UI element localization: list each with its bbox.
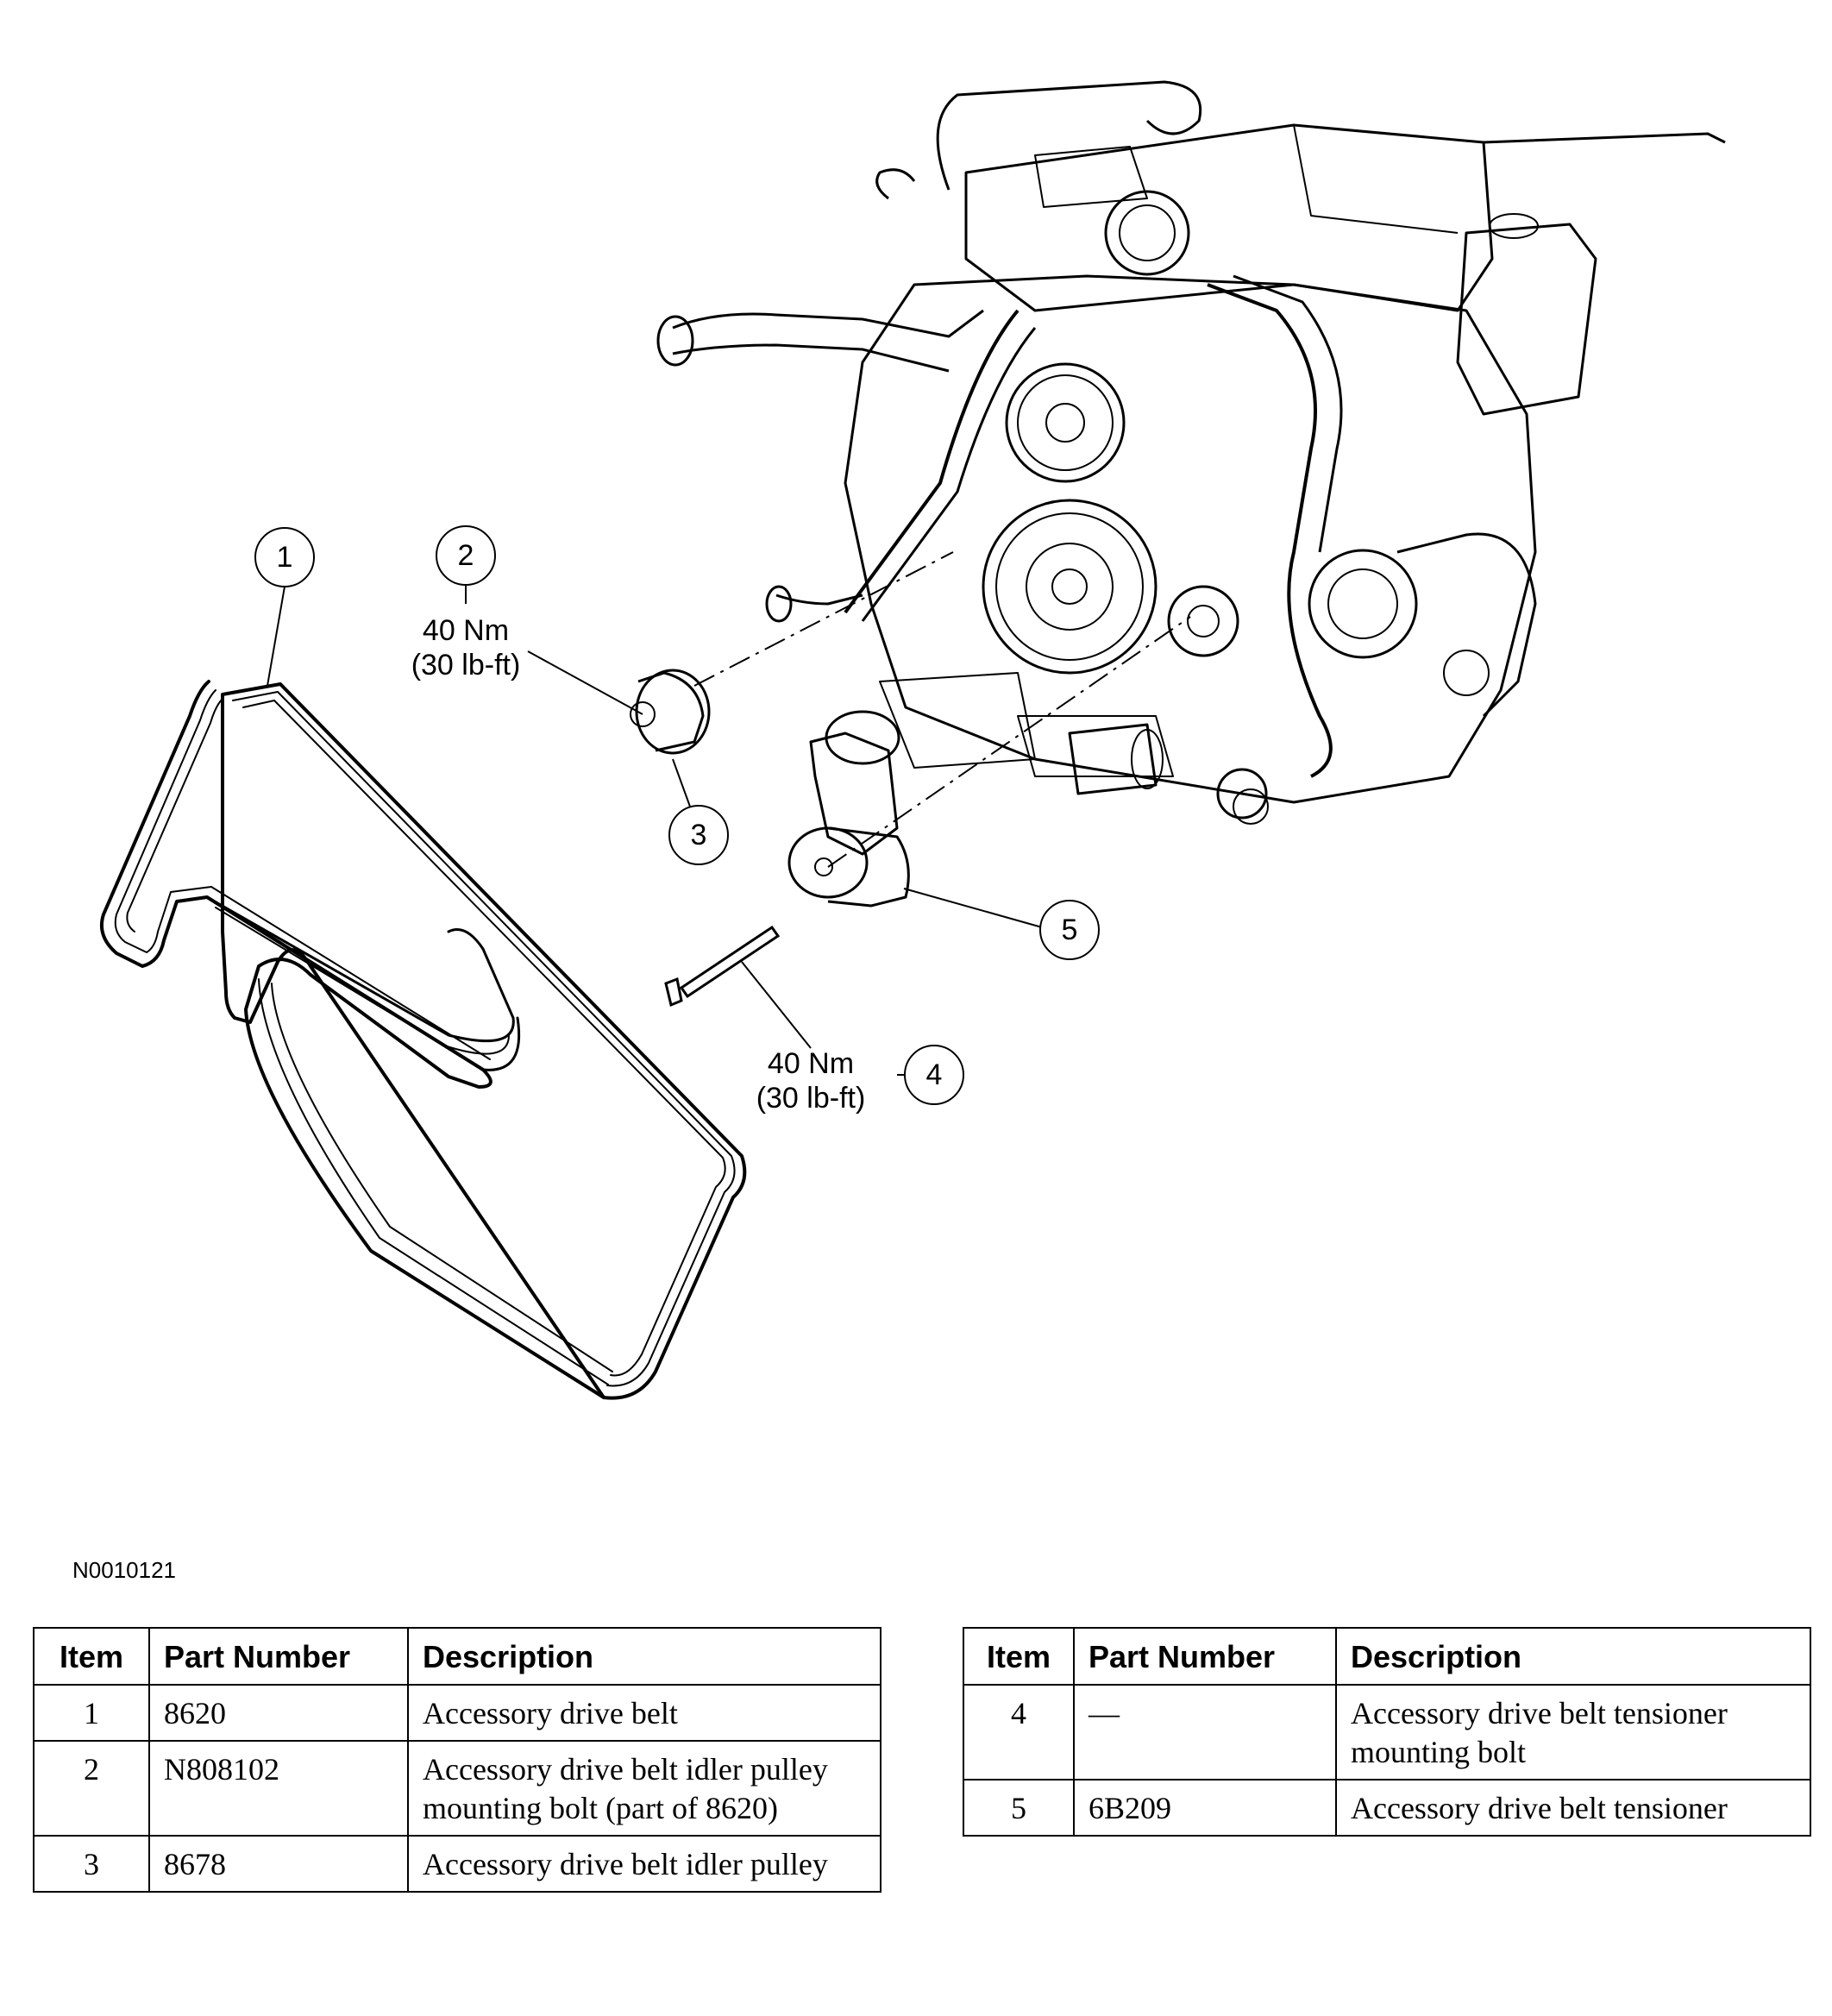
cell-description: Accessory drive belt	[407, 1684, 881, 1742]
cell-description: Accessory drive belt tensioner	[1335, 1779, 1811, 1837]
callout-3: 3	[668, 805, 729, 865]
exploded-view-diagram: 1 2 40 Nm (30 lb-ft) 3 4 40 Nm (30 lb-ft…	[99, 80, 1726, 1400]
callout-5: 5	[1039, 900, 1100, 960]
belt-tensioner	[787, 710, 910, 908]
cell-part-number: —	[1073, 1684, 1337, 1780]
tensioner-mounting-bolt	[664, 925, 781, 1008]
header-part-number: Part Number	[148, 1627, 409, 1686]
parts-table-left: Item Part Number Description 1 8620 Acce…	[33, 1627, 881, 1893]
parts-table-right: Item Part Number Description 4 — Accesso…	[963, 1627, 1811, 1837]
cell-description: Accessory drive belt idler pulley mounti…	[407, 1740, 881, 1837]
cell-item: 3	[33, 1835, 150, 1893]
accessory-drive-belt	[99, 680, 747, 1400]
engine-assembly	[656, 80, 1726, 825]
cell-part-number: N808102	[148, 1740, 409, 1837]
callout-2-torque-nm: 40 Nm	[423, 614, 509, 647]
alignment-lines	[693, 551, 1191, 868]
table-header-row: Item Part Number Description	[963, 1627, 1811, 1686]
cell-item: 5	[963, 1779, 1075, 1837]
callout-4: 4 40 Nm (30 lb-ft)	[756, 1045, 964, 1115]
table-row: 4 — Accessory drive belt tensioner mount…	[963, 1684, 1811, 1780]
idler-pulley	[630, 669, 711, 755]
cell-part-number: 8678	[148, 1835, 409, 1893]
header-item: Item	[33, 1627, 150, 1686]
callout-2-torque-lbft: (30 lb-ft)	[411, 649, 521, 681]
header-item: Item	[963, 1627, 1075, 1686]
table-row: 2 N808102 Accessory drive belt idler pul…	[33, 1740, 881, 1837]
cell-description: Accessory drive belt tensioner mounting …	[1335, 1684, 1811, 1780]
table-header-row: Item Part Number Description	[33, 1627, 881, 1686]
table-row: 1 8620 Accessory drive belt	[33, 1684, 881, 1742]
cell-item: 2	[33, 1740, 150, 1837]
cell-item: 4	[963, 1684, 1075, 1780]
callout-4-number: 4	[926, 1058, 943, 1091]
callout-5-number: 5	[1062, 914, 1078, 946]
cell-item: 1	[33, 1684, 150, 1742]
callout-1: 1	[254, 527, 315, 587]
callout-3-number: 3	[691, 819, 707, 851]
figure-id: N0010121	[72, 1557, 176, 1583]
table-row: 3 8678 Accessory drive belt idler pulley	[33, 1835, 881, 1893]
cell-description: Accessory drive belt idler pulley	[407, 1835, 881, 1893]
cell-part-number: 6B209	[1073, 1779, 1337, 1837]
callout-4-torque-lbft: (30 lb-ft)	[756, 1082, 866, 1115]
callout-2-number: 2	[458, 539, 474, 572]
cell-part-number: 8620	[148, 1684, 409, 1742]
callout-2: 2 40 Nm (30 lb-ft)	[411, 525, 521, 681]
table-row: 5 6B209 Accessory drive belt tensioner	[963, 1779, 1811, 1837]
callout-1-number: 1	[277, 541, 293, 574]
header-description: Description	[1335, 1627, 1811, 1686]
header-part-number: Part Number	[1073, 1627, 1337, 1686]
callout-4-torque-nm: 40 Nm	[768, 1047, 854, 1080]
header-description: Description	[407, 1627, 881, 1686]
leader-lines	[267, 585, 1043, 1076]
